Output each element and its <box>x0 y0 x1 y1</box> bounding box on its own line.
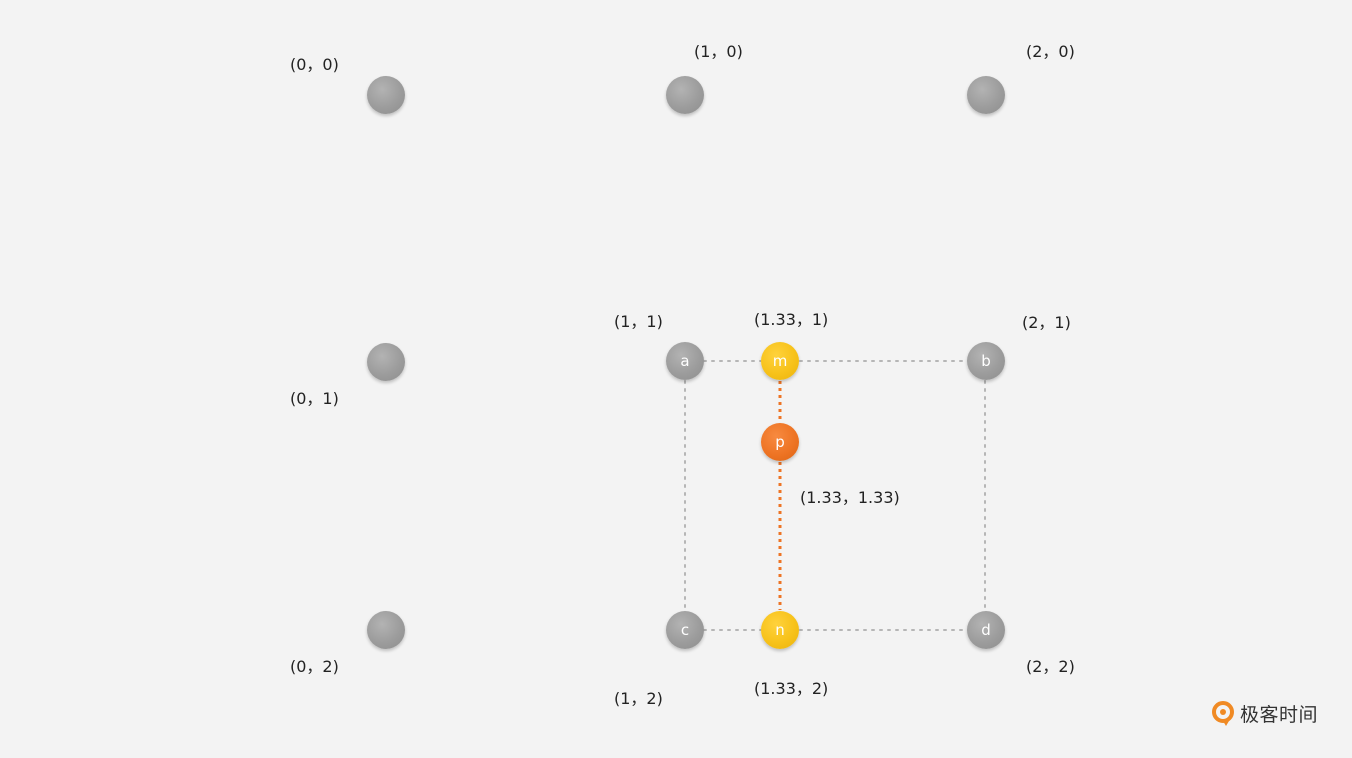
grid-point-2-0 <box>967 76 1005 114</box>
node-p-letter: p <box>775 433 785 451</box>
node-a: a <box>666 342 704 380</box>
label-a: (1，1) <box>614 312 663 331</box>
node-m-letter: m <box>772 352 788 370</box>
node-d: d <box>967 611 1005 649</box>
node-a-letter: a <box>680 352 690 370</box>
node-d-letter: d <box>981 621 991 639</box>
brand-text: 极客时间 <box>1240 704 1319 726</box>
label-m: (1.33，1) <box>754 310 829 329</box>
label-0-1: (0，1) <box>290 389 339 408</box>
node-n-letter: n <box>775 621 785 639</box>
brand-watermark: 极客时间 <box>1212 700 1318 727</box>
grid-point-1-0 <box>666 76 704 114</box>
grid-point-0-1 <box>367 343 405 381</box>
node-b-letter: b <box>981 352 991 370</box>
label-b: (2，1) <box>1022 313 1071 332</box>
label-0-2: (0，2) <box>290 657 339 676</box>
label-n: (1.33，2) <box>754 679 829 698</box>
node-m: m <box>761 342 799 380</box>
node-p: p <box>761 423 799 461</box>
label-2-0: (2，0) <box>1026 42 1075 61</box>
geek-time-logo-icon <box>1212 700 1234 726</box>
label-0-0: (0，0) <box>290 55 339 74</box>
label-c: (1，2) <box>614 689 663 708</box>
grid-point-0-0 <box>367 76 405 114</box>
node-b: b <box>967 342 1005 380</box>
label-1-0: (1，0) <box>694 42 743 61</box>
grid-point-0-2 <box>367 611 405 649</box>
node-c: c <box>666 611 704 649</box>
node-c-letter: c <box>680 621 690 639</box>
label-p: (1.33，1.33) <box>800 488 900 507</box>
label-d: (2，2) <box>1026 657 1075 676</box>
node-n: n <box>761 611 799 649</box>
